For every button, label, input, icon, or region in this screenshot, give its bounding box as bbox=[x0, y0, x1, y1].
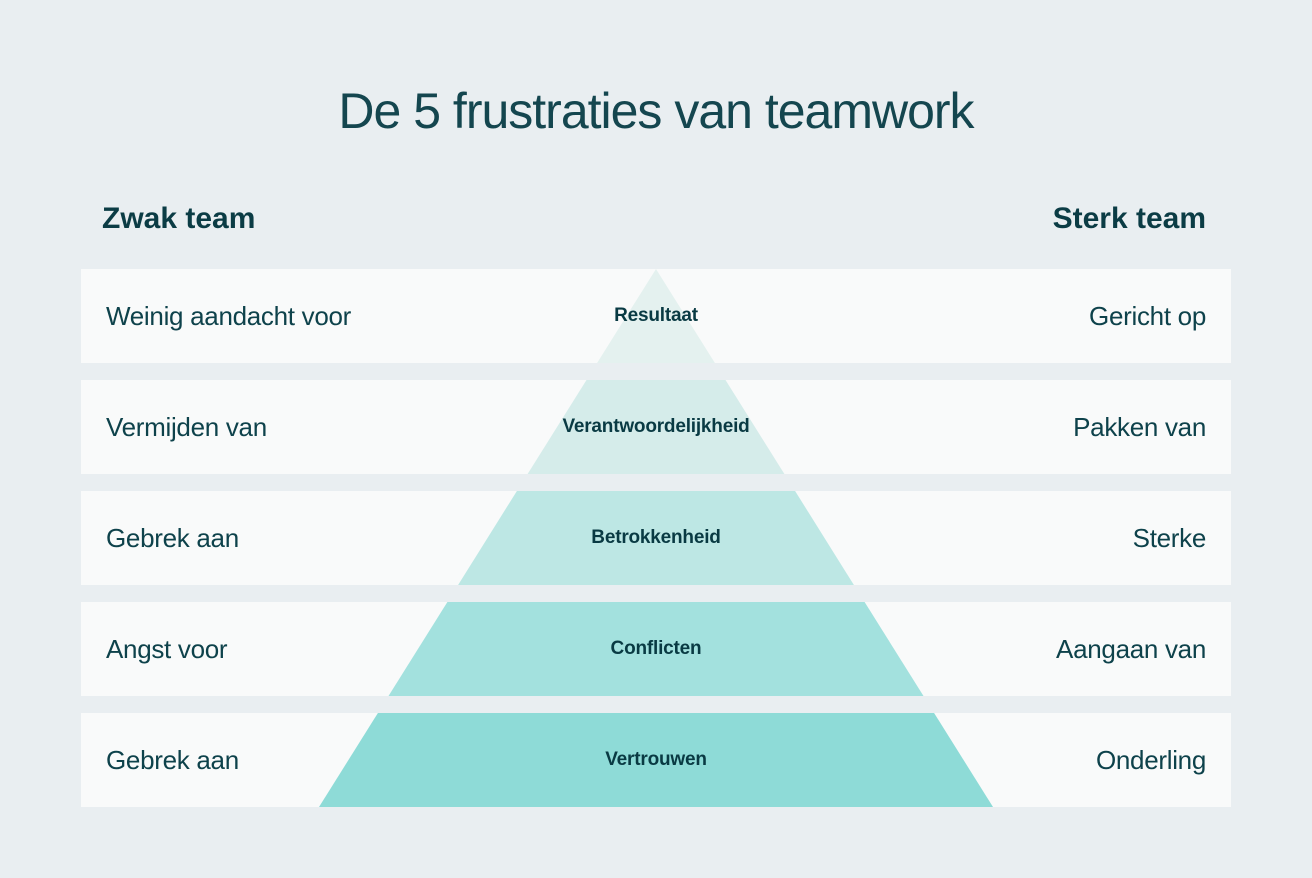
row-left-label: Vermijden van bbox=[106, 411, 267, 442]
row-left-label: Gebrek aan bbox=[106, 522, 239, 553]
infographic-canvas: De 5 frustraties van teamwork Zwak team … bbox=[81, 80, 1231, 807]
column-headers: Zwak team Sterk team bbox=[81, 200, 1231, 238]
row-left-label: Weinig aandacht voor bbox=[106, 300, 352, 331]
strong-team-header: Sterk team bbox=[1052, 202, 1206, 235]
row-center-label: Verantwoordelijkheid bbox=[562, 416, 750, 437]
row-verantwoordelijkheid: Vermijden van Verantwoordelijkheid Pakke… bbox=[81, 380, 1231, 474]
row-conflicten: Angst voor Conflicten Aangaan van bbox=[81, 602, 1231, 696]
row-left-label: Gebrek aan bbox=[106, 744, 239, 775]
row-vertrouwen: Gebrek aan Vertrouwen Onderling bbox=[81, 713, 1231, 807]
row-center-label: Betrokkenheid bbox=[591, 527, 721, 548]
pyramid-rows: Weinig aandacht voor Resultaat Gericht o… bbox=[81, 269, 1231, 807]
row-betrokkenheid: Gebrek aan Betrokkenheid Sterke bbox=[81, 491, 1231, 585]
row-center-label: Conflicten bbox=[610, 638, 702, 659]
row-right-label: Pakken van bbox=[1073, 411, 1206, 442]
row-right-label: Gericht op bbox=[1089, 300, 1206, 331]
row-right-label: Aangaan van bbox=[1056, 633, 1206, 664]
row-right-label: Onderling bbox=[1095, 744, 1206, 775]
row-left-label: Angst voor bbox=[106, 633, 228, 664]
row-resultaat: Weinig aandacht voor Resultaat Gericht o… bbox=[81, 269, 1231, 363]
page-title: De 5 frustraties van teamwork bbox=[338, 83, 974, 139]
weak-team-header: Zwak team bbox=[102, 202, 256, 235]
row-center-label: Vertrouwen bbox=[605, 749, 707, 770]
row-center-label: Resultaat bbox=[614, 305, 698, 326]
row-right-label: Sterke bbox=[1132, 522, 1207, 553]
